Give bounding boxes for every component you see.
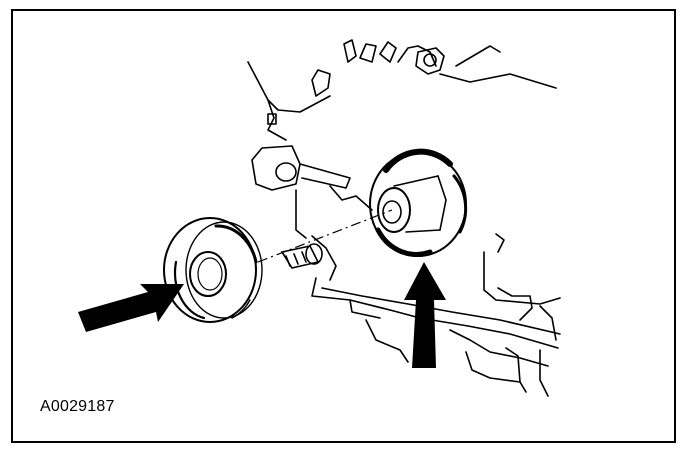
engine-block (248, 40, 560, 396)
oil-seal (164, 218, 262, 322)
alignment-centerline (258, 210, 392, 262)
figure-frame (12, 10, 675, 442)
callout-arrow-bore (404, 262, 446, 368)
crank-stud (282, 244, 322, 268)
figure-reference-code: A0029187 (40, 398, 115, 415)
callout-arrow-seal-face (78, 284, 184, 332)
seal-housing (370, 152, 466, 256)
